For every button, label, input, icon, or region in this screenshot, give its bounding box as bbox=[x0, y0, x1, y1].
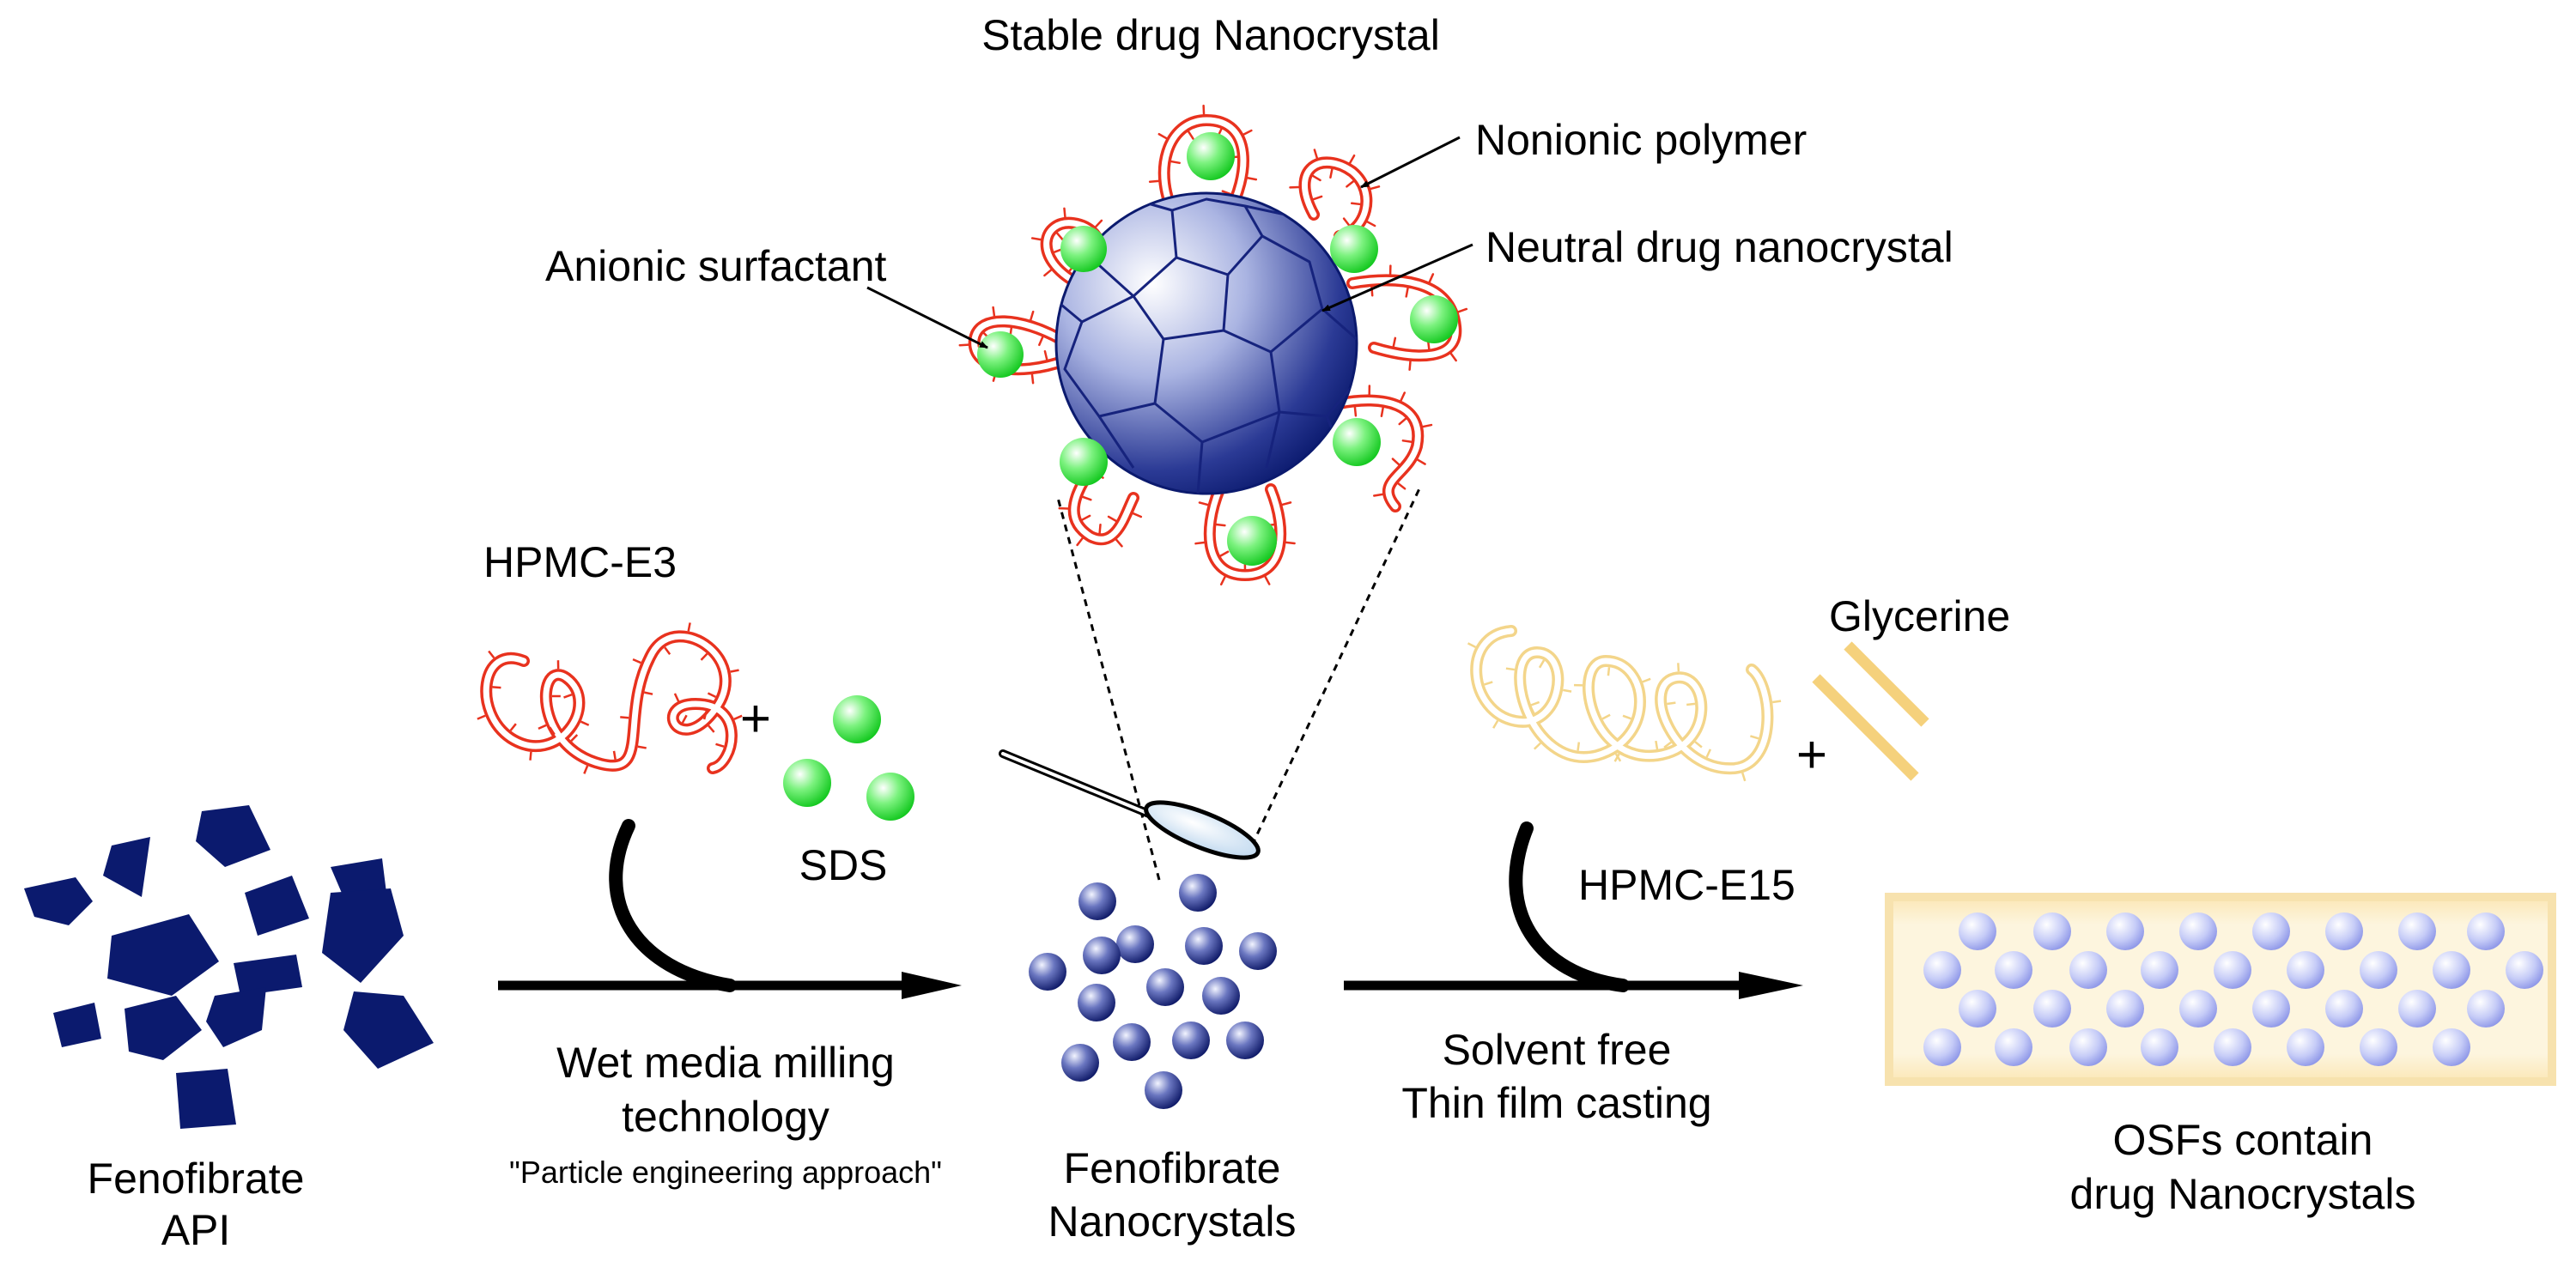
fenofibrate-nanocrystals-cluster bbox=[1029, 874, 1277, 1109]
curved-arrow-2 bbox=[1509, 821, 1630, 992]
curved-arrow-1 bbox=[609, 819, 737, 992]
nanocrystals-label-line1: Fenofibrate bbox=[1064, 1144, 1281, 1192]
neutral-drug-nanocrystal bbox=[1054, 191, 1358, 495]
callout-arrow-nonionic-polymer bbox=[1360, 136, 1461, 189]
hpmc-e15-label: HPMC-E15 bbox=[1578, 861, 1795, 909]
film-nanocrystal-beads bbox=[1923, 912, 2543, 1066]
process-arrow-1 bbox=[498, 972, 962, 999]
osf-label-line1: OSFs contain bbox=[2113, 1116, 2373, 1164]
sds-label: SDS bbox=[799, 841, 888, 889]
api-label-line2: API bbox=[161, 1206, 231, 1254]
process-2-line2: Thin film casting bbox=[1401, 1079, 1711, 1127]
osf-label-line2: drug Nanocrystals bbox=[2070, 1170, 2416, 1218]
process-arrow-2 bbox=[1344, 972, 1803, 999]
magnifying-glass-icon bbox=[999, 749, 1261, 860]
fenofibrate-api-particles bbox=[24, 805, 434, 1129]
zoom-projection-lines bbox=[1056, 484, 1423, 881]
glycerine-icon bbox=[1812, 641, 1929, 781]
process-1-line1: Wet media milling bbox=[556, 1039, 895, 1087]
plus-sign-2: + bbox=[1796, 725, 1827, 785]
nanocrystals-label-line2: Nanocrystals bbox=[1048, 1197, 1297, 1246]
callout-nonionic-polymer: Nonionic polymer bbox=[1475, 116, 1807, 164]
process-1-line2: technology bbox=[622, 1093, 829, 1141]
callout-anionic-surfactant: Anionic surfactant bbox=[545, 242, 887, 290]
glycerine-label: Glycerine bbox=[1829, 592, 2010, 640]
sds-beads-icon bbox=[783, 695, 914, 821]
plus-sign-1: + bbox=[740, 689, 771, 749]
callout-arrow-anionic-surfactant bbox=[866, 286, 988, 349]
diagram-title: Stable drug Nanocrystal bbox=[981, 11, 1440, 59]
callout-neutral-drug-nanocrystal: Neutral drug nanocrystal bbox=[1485, 223, 1953, 271]
hpmc-e3-label: HPMC-E3 bbox=[483, 538, 677, 586]
process-2-line1: Solvent free bbox=[1443, 1026, 1672, 1074]
callout-arrow-neutral-drug-nanocrystal bbox=[1321, 243, 1473, 312]
oral-strip-film bbox=[1885, 893, 2556, 1086]
api-label-line1: Fenofibrate bbox=[88, 1155, 305, 1203]
process-1-line3: "Particle engineering approach" bbox=[509, 1155, 942, 1190]
hpmc-e15-polymer-icon bbox=[1467, 625, 1782, 782]
hpmc-e3-polymer-icon bbox=[477, 622, 743, 774]
anionic-surfactant-beads bbox=[977, 132, 1458, 566]
